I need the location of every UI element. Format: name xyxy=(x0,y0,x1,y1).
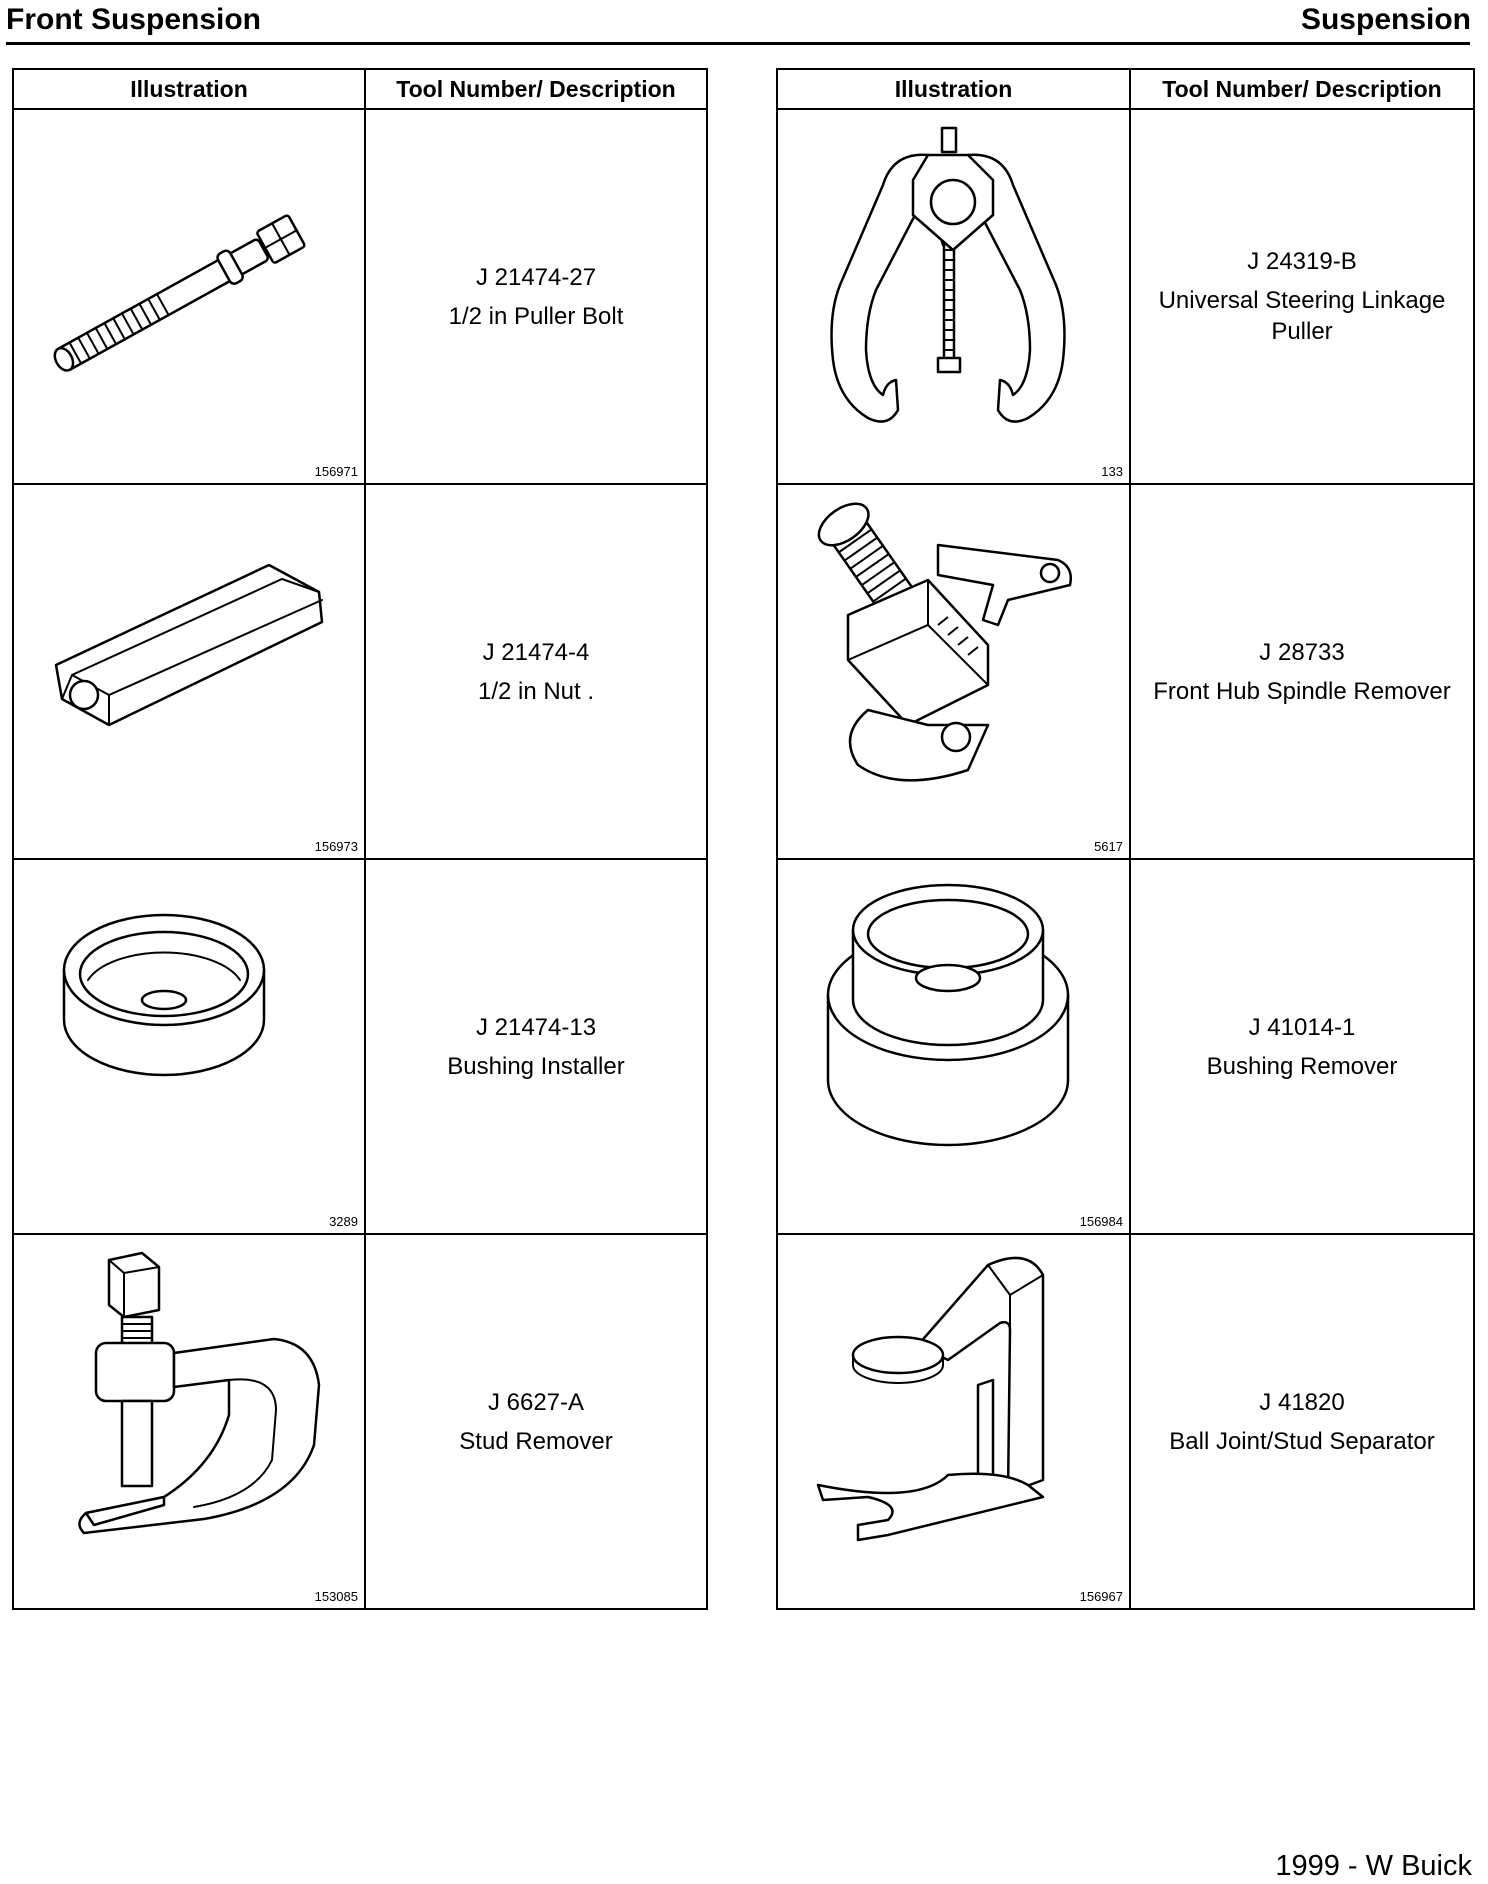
table-row: 156984 J 41014-1 Bushing Remover xyxy=(776,858,1475,1235)
tool-description: Bushing Remover xyxy=(1206,1052,1398,1080)
figure-number: 5617 xyxy=(1094,839,1123,854)
stud-remover-icon xyxy=(78,1251,321,1535)
tool-number: J 21474-4 xyxy=(482,638,590,666)
figure-number: 3289 xyxy=(329,1214,358,1229)
page-title-right: Suspension xyxy=(1300,3,1471,36)
page-footer: 1999 - W Buick xyxy=(1275,1850,1472,1882)
tool-number: J 28733 xyxy=(1259,638,1345,666)
illustration-column-header: Illustration xyxy=(12,68,366,110)
table-header-row: Illustration Tool Number/ Description xyxy=(776,68,1475,110)
header-rule xyxy=(6,42,1470,45)
figure-number: 133 xyxy=(1101,464,1123,479)
figure-number: 156967 xyxy=(1079,1589,1123,1604)
tool-description-cell: J 21474-27 1/2 in Puller Bolt xyxy=(364,108,708,485)
illustration-cell: 5617 xyxy=(776,483,1131,860)
figure-number: 156973 xyxy=(314,839,358,854)
tool-description: Bushing Installer xyxy=(447,1052,625,1080)
table-row: 153085 J 6627-A Stud Remover xyxy=(12,1233,708,1610)
tool-description: 1/2 in Puller Bolt xyxy=(448,302,624,330)
figure-number: 156971 xyxy=(314,464,358,479)
ball-joint-separator-icon xyxy=(816,1256,1045,1542)
tool-number: J 21474-13 xyxy=(475,1013,597,1041)
hex-nut-icon xyxy=(54,563,324,727)
tool-description: Universal Steering Linkage Puller xyxy=(1158,287,1446,345)
illustration-cell: 156973 xyxy=(12,483,366,860)
tool-description-cell: J 41014-1 Bushing Remover xyxy=(1129,858,1475,1235)
figure-number: 156984 xyxy=(1079,1214,1123,1229)
page-title-left: Front Suspension xyxy=(6,3,261,36)
illustration-cell: 3289 xyxy=(12,858,366,1235)
table-row: 3289 J 21474-13 Bushing Installer xyxy=(12,858,708,1235)
illustration-cell: 156971 xyxy=(12,108,366,485)
table-row: 156971 J 21474-27 1/2 in Puller Bolt xyxy=(12,108,708,485)
tool-description: Ball Joint/Stud Separator xyxy=(1169,1427,1435,1455)
illustration-cell: 133 xyxy=(776,108,1131,485)
tool-number: J 24319-B xyxy=(1247,248,1357,275)
illustration-column-header: Illustration xyxy=(776,68,1131,110)
table-row: 156967 J 41820 Ball Joint/Stud Separator xyxy=(776,1233,1475,1610)
table-row: 5617 J 28733 Front Hub Spindle Remover xyxy=(776,483,1475,860)
left-tools-table: Illustration Tool Number/ Description 15… xyxy=(12,68,708,1610)
tool-number: J 6627-A xyxy=(487,1388,585,1416)
tool-description-cell: J 6627-A Stud Remover xyxy=(364,1233,708,1610)
illustration-cell: 153085 xyxy=(12,1233,366,1610)
right-tools-table: Illustration Tool Number/ Description 13… xyxy=(776,68,1475,1610)
tool-description-cell: J 41820 Ball Joint/Stud Separator xyxy=(1129,1233,1475,1610)
tool-column-header: Tool Number/ Description xyxy=(1129,68,1475,110)
steering-linkage-puller-icon xyxy=(830,126,1066,423)
tool-description: Front Hub Spindle Remover xyxy=(1153,677,1451,705)
illustration-cell: 156984 xyxy=(776,858,1131,1235)
tool-description: Stud Remover xyxy=(459,1427,613,1455)
tool-description-cell: J 24319-B Universal Steering Linkage Pul… xyxy=(1129,108,1475,485)
tool-number: J 41820 xyxy=(1259,1388,1345,1416)
table-row: 133 J 24319-B Universal Steering Linkage… xyxy=(776,108,1475,485)
tool-description-cell: J 28733 Front Hub Spindle Remover xyxy=(1129,483,1475,860)
illustration-cell: 156967 xyxy=(776,1233,1131,1610)
table-row: 156973 J 21474-4 1/2 in Nut . xyxy=(12,483,708,860)
tool-description-cell: J 21474-13 Bushing Installer xyxy=(364,858,708,1235)
bushing-installer-icon xyxy=(62,913,266,1077)
hub-spindle-remover-icon xyxy=(817,502,1072,782)
tool-description-cell: J 21474-4 1/2 in Nut . xyxy=(364,483,708,860)
table-header-row: Illustration Tool Number/ Description xyxy=(12,68,708,110)
tool-description: 1/2 in Nut . xyxy=(477,677,595,705)
bushing-remover-icon xyxy=(826,883,1070,1147)
tool-number: J 41014-1 xyxy=(1248,1013,1356,1041)
figure-number: 153085 xyxy=(314,1589,358,1604)
tool-column-header: Tool Number/ Description xyxy=(364,68,708,110)
tool-number: J 21474-27 xyxy=(475,263,597,291)
puller-bolt-icon xyxy=(53,214,306,372)
